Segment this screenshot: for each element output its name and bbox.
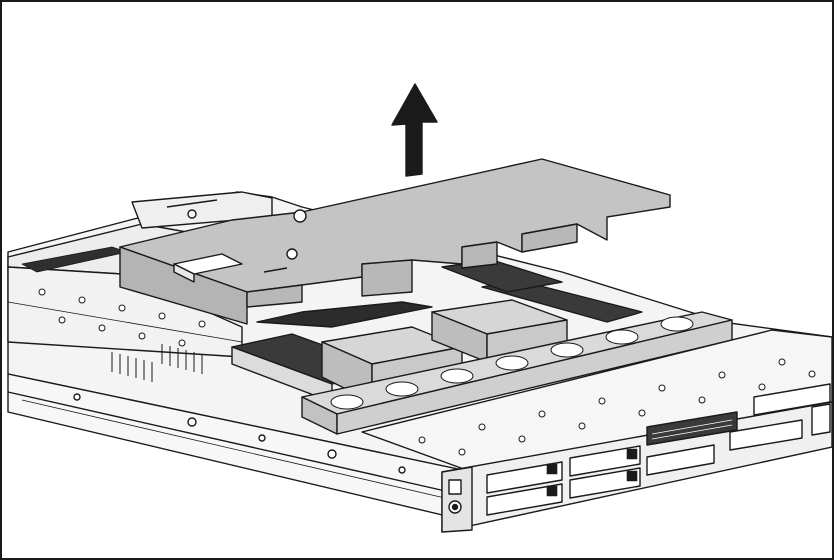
front-bezel	[441, 383, 832, 533]
memory-bank-front	[441, 259, 643, 323]
memory-bank-center	[256, 301, 433, 328]
fan-row	[301, 311, 733, 435]
front-top-panel	[361, 329, 832, 473]
air-baffle	[119, 158, 671, 325]
heatsink-right	[431, 299, 568, 363]
drive-bay	[486, 419, 803, 516]
arrow-up-icon	[391, 83, 438, 177]
